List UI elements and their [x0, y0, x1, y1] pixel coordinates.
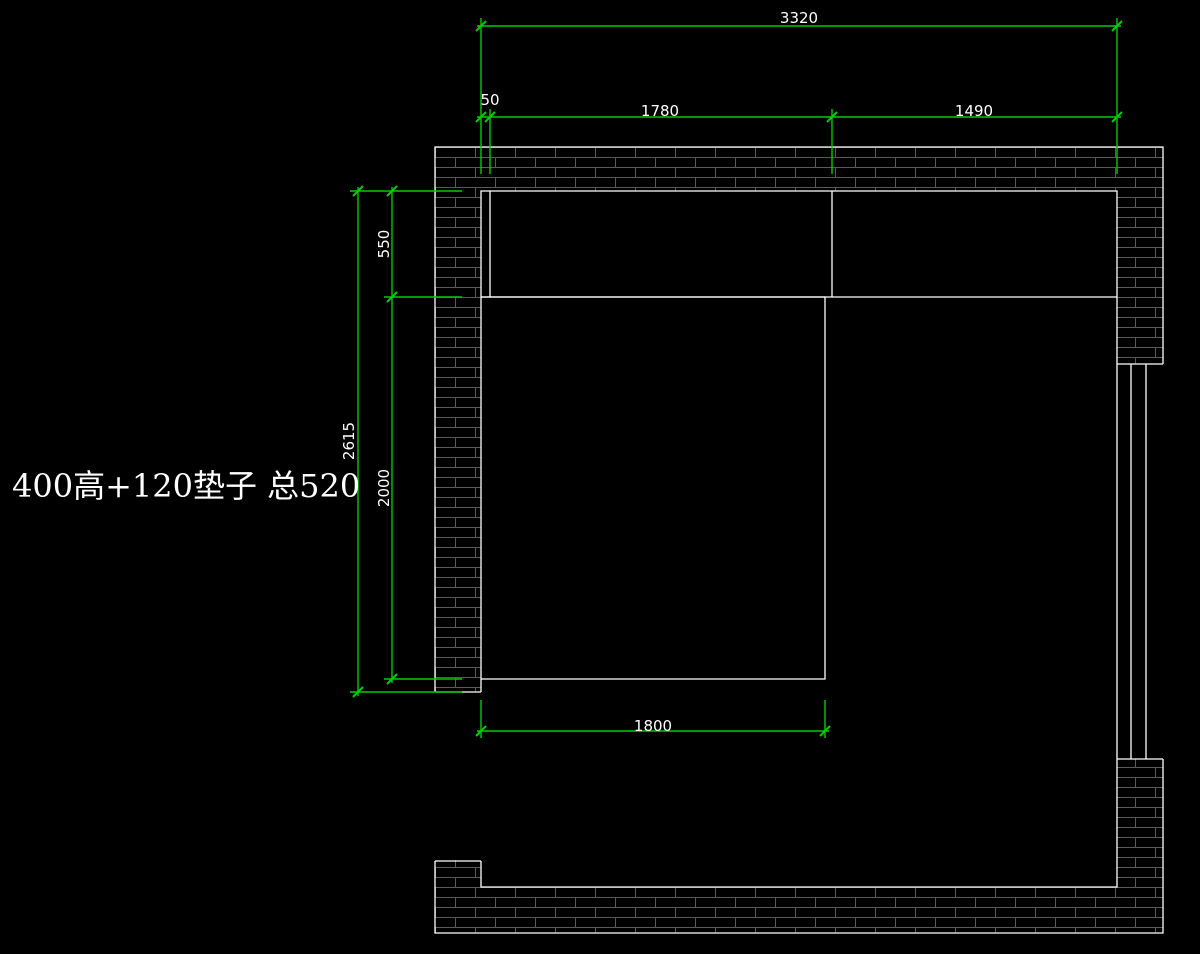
wall-hatch — [435, 147, 1163, 933]
bed — [481, 296, 826, 680]
bed-height-note: 400高+120垫子 总520 — [12, 467, 360, 505]
dim-overall-height: 2615 — [340, 422, 358, 460]
window-opening — [1116, 364, 1166, 759]
dim-cabinet-left: 1780 — [641, 102, 679, 120]
dim-bed-width: 1800 — [634, 717, 672, 735]
wardrobe-cabinets — [481, 191, 1117, 298]
door-opening — [430, 692, 482, 860]
dim-cabinet-depth: 550 — [375, 230, 393, 259]
dim-cabinet-right: 1490 — [955, 102, 993, 120]
dimension-ticks — [352, 20, 1123, 737]
dim-bed-length: 2000 — [375, 469, 393, 507]
dim-wall-offset: 50 — [480, 91, 499, 109]
dim-overall-width: 3320 — [780, 9, 818, 27]
wall-outline — [434, 146, 1164, 934]
